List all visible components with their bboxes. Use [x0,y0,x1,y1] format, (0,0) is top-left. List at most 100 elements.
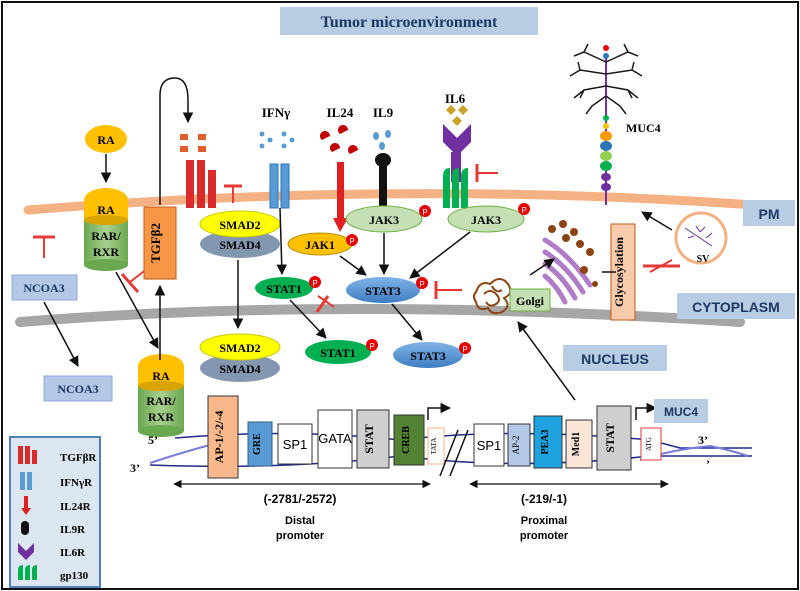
ap2-label: AP-2 [511,435,521,454]
il24r-icon [21,496,31,515]
il24-label: IL24 [327,105,354,120]
pea3-element [533,415,563,469]
vesicle-muc4-icon [684,225,713,247]
ncoa3-cyto-label: NCOA3 [23,281,64,295]
ncoa3-translocation-arrow [43,301,79,367]
rar-translocation-arrow [115,271,159,349]
stat3-nuclear [393,342,463,368]
dna-break-1 [439,429,459,477]
creb-label: CREB [401,426,412,454]
stat1-nuc-phospho [366,339,378,351]
legend-tgfbr-label: TGFβR [60,452,97,464]
tgfbr-icon [18,446,37,464]
stat3-cytoplasm [346,277,420,303]
il24-ligand-icon [320,125,358,154]
pea3-label: PEA3 [540,430,551,455]
stat1-nuc-label: STAT1 [320,346,356,360]
gp130-receptor-icon [443,168,468,208]
il6-label: IL6 [445,91,466,106]
distal-label-1: Distal [285,515,315,527]
jak3-il6 [447,205,525,233]
title-box [280,7,538,35]
legend-il6r-label: IL6R [60,547,86,559]
sp1-distal-label: SP1 [283,437,308,452]
jak3-il9-phospho-label: P [422,208,427,217]
distal-tss-arrow [427,402,452,420]
rar-cyto-label: RAR/ [91,229,121,243]
stat3-nuc-label: STAT3 [410,349,446,363]
golgi-label: Golgi [516,294,545,308]
stat3-nuc-phospho-label: P [462,345,467,354]
muc4-gene-box [654,399,708,423]
il9-ligand-icon [373,130,391,150]
ncoa3-nuc-label: NCOA3 [57,382,98,396]
ra-cyto-label: RA [97,203,115,217]
tgfb2-inhibit-rar-bar [120,273,140,293]
il9-label: IL9 [373,105,394,120]
ap2-element [507,423,531,467]
jak1-label: JAK1 [305,238,335,252]
stat3-cyto-phospho [416,277,428,289]
stat3-translocation-arrow [391,303,423,341]
il6-ligand-icon [446,105,468,126]
proximal-label-2: promoter [520,530,569,542]
stat1-translocation-arrow [289,299,327,339]
jak3-il6-phospho [518,203,530,215]
stat1-cyto-phospho-label: P [312,279,317,288]
gre-label: GRE [252,433,263,455]
sv-to-membrane-arrow [641,211,673,231]
pm-label: PM [759,206,780,222]
legend-il9r-label: IL9R [60,524,86,536]
cytoplasm-label: CYTOPLASM [692,299,780,315]
gata-element [317,409,353,469]
three-prime-right-label: 3’ [698,433,708,447]
sp1-proximal-label: SP1 [477,438,502,453]
muc4-expression-arrow [517,321,576,401]
stat-distal-element [356,409,390,469]
smad4-nuc-label: SMAD4 [219,362,260,376]
jak3-il6-label: JAK3 [471,213,501,227]
tata-label: TATA [430,438,438,455]
ap1-2-4-element [207,395,239,479]
il9r-icon [21,521,29,535]
dna-break-2 [449,429,469,477]
rxr-nuc-label: RXR [148,410,174,424]
ifngr-icon [20,472,32,490]
med1-label: Med1 [571,432,582,456]
smad2-nuc-label: SMAD2 [219,341,260,355]
stat1-nuclear [305,340,371,364]
golgi-box [509,288,551,312]
endoplasmic-reticulum-icon [473,278,512,315]
dna-helix-left [149,444,211,464]
jak3-il9-label: JAK3 [369,213,399,227]
tgfb2-secretion-arrow [159,77,194,205]
glycosylation-label: Glycosylation [612,237,626,307]
distal-range-label: (-2781/-2572) [264,492,337,506]
tgfb2-box [143,206,177,280]
ra-ligand [85,125,127,153]
tgfbr-receptor-icon [180,134,216,208]
legend-il24r-label: IL24R [60,501,92,513]
stat1-inhibit-bar [315,295,330,313]
stat1-cyto-label: STAT1 [266,282,302,296]
nucleus-box [563,345,667,371]
stat3-cyto-label: STAT3 [365,284,401,298]
stat3-nuc-phospho [459,342,471,354]
stat1-cyto-phospho [309,276,321,288]
stat-distal-label: STAT [362,424,376,454]
jak3-il9 [345,205,423,233]
rxr-cyto-label: RXR [93,245,119,259]
ra-ligand-label: RA [97,133,115,147]
ifngr-to-stat1-arrow [276,207,287,276]
rar-rxr-nuclear [138,354,184,437]
golgi-vesicles-icon [548,220,598,287]
atg-label: ATG [645,437,653,451]
ncoa3-cytoplasm [11,274,78,301]
proximal-range-label: (-219/-1) [521,492,567,506]
secretory-vesicle [674,211,728,265]
plasma-membrane [23,189,760,215]
rar-nuc-label: RAR/ [146,394,176,408]
er-to-golgi-arrow [529,258,555,276]
muc4-gene-label: MUC4 [664,405,698,419]
pm-box [743,200,795,226]
